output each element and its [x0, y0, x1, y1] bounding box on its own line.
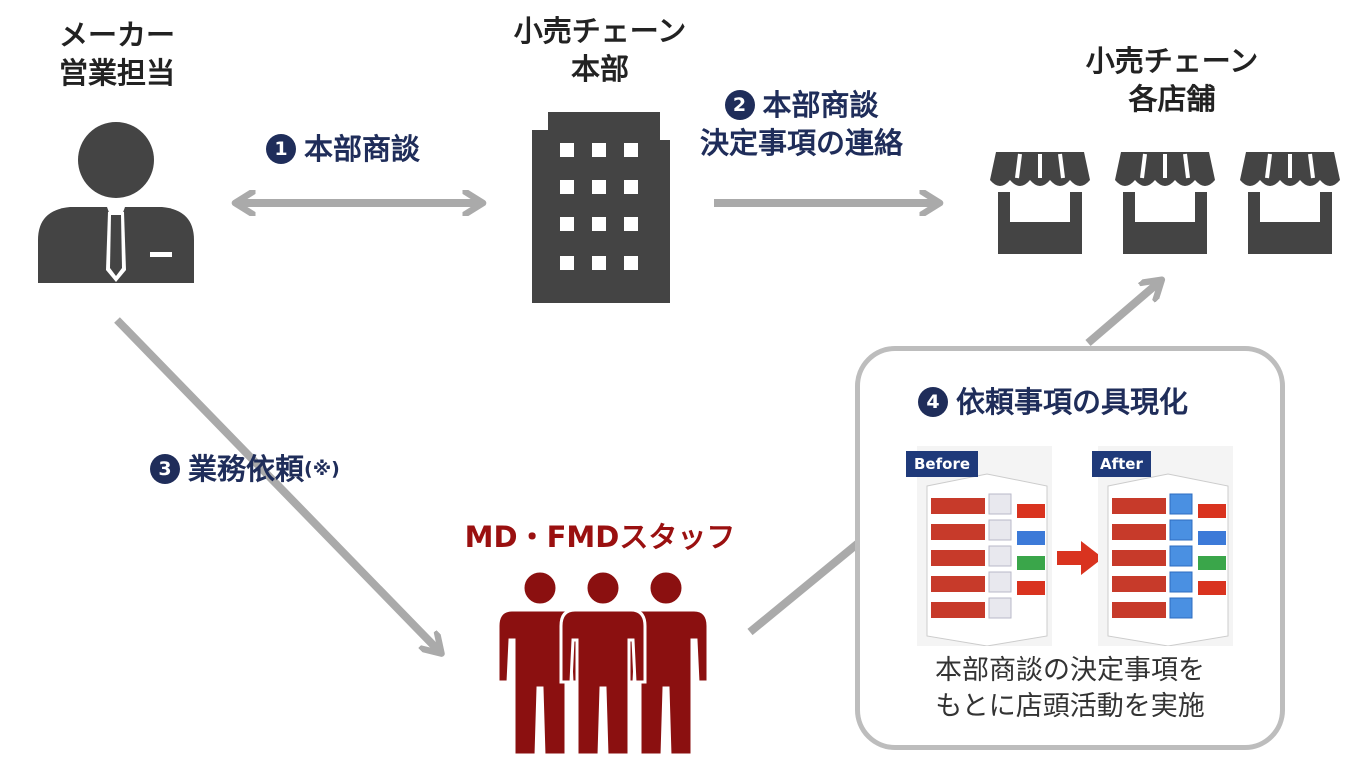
before-shelf-image — [917, 446, 1052, 646]
people-group-icon — [496, 569, 710, 757]
arrow-maker-staff — [114, 317, 438, 650]
store-icon — [1115, 152, 1215, 254]
step3-number-badge: 3 — [150, 454, 180, 484]
chain-hq-label: 小売チェーン 本部 — [490, 12, 710, 88]
after-shelf-image — [1098, 446, 1233, 646]
after-tag: After — [1092, 451, 1151, 477]
step1-label: 1 本部商談 — [266, 130, 420, 168]
md-staff-label: MD・FMDスタッフ — [464, 520, 736, 554]
step1-number-badge: 1 — [266, 134, 296, 164]
step4-description-line2: もとに店頭活動を実施 — [935, 691, 1205, 722]
store-icon — [990, 152, 1090, 254]
step4-title-text: 依頼事項の具現化 — [956, 385, 1189, 419]
before-tag: Before — [906, 451, 979, 477]
chain-hq-label-line2: 本部 — [570, 52, 629, 86]
step4-description-line1: 本部商談の決定事項を — [935, 655, 1205, 686]
chain-stores-label-line1: 小売チェーン — [1085, 44, 1259, 78]
maker-rep-label-line1: メーカー — [58, 18, 175, 52]
chain-stores-label-line2: 各店舗 — [1128, 82, 1216, 116]
step1-text: 本部商談 — [304, 132, 421, 166]
maker-rep-label: メーカー 営業担当 — [42, 16, 192, 92]
step4-title: 4 依頼事項の具現化 — [918, 383, 1188, 421]
step2-label: 2 本部商談 決定事項の連絡 — [700, 86, 903, 162]
step2-number-badge: 2 — [724, 90, 755, 120]
store-icon — [1240, 152, 1340, 254]
red-arrow-icon — [1057, 541, 1103, 575]
businessman-icon — [38, 122, 194, 283]
step4-number-badge: 4 — [918, 387, 948, 417]
arrow-staff-box — [747, 536, 865, 636]
step2-text-line2: 決定事項の連絡 — [700, 126, 904, 160]
step2-text-line1: 本部商談 — [762, 88, 879, 122]
step4-box: 4 依頼事項の具現化 Before — [855, 346, 1285, 750]
office-building-icon — [532, 112, 670, 303]
step3-text: 業務依頼 — [188, 452, 305, 486]
step3-label: 3 業務依頼(※) — [150, 450, 340, 488]
chain-stores-label: 小売チェーン 各店舗 — [1062, 42, 1282, 118]
maker-rep-label-line2: 営業担当 — [58, 56, 175, 90]
arrow-box-stores — [1085, 283, 1158, 347]
step4-description: 本部商談の決定事項を もとに店頭活動を実施 — [860, 653, 1280, 725]
chain-hq-label-line1: 小売チェーン — [513, 14, 687, 48]
step3-note: (※) — [304, 458, 340, 480]
